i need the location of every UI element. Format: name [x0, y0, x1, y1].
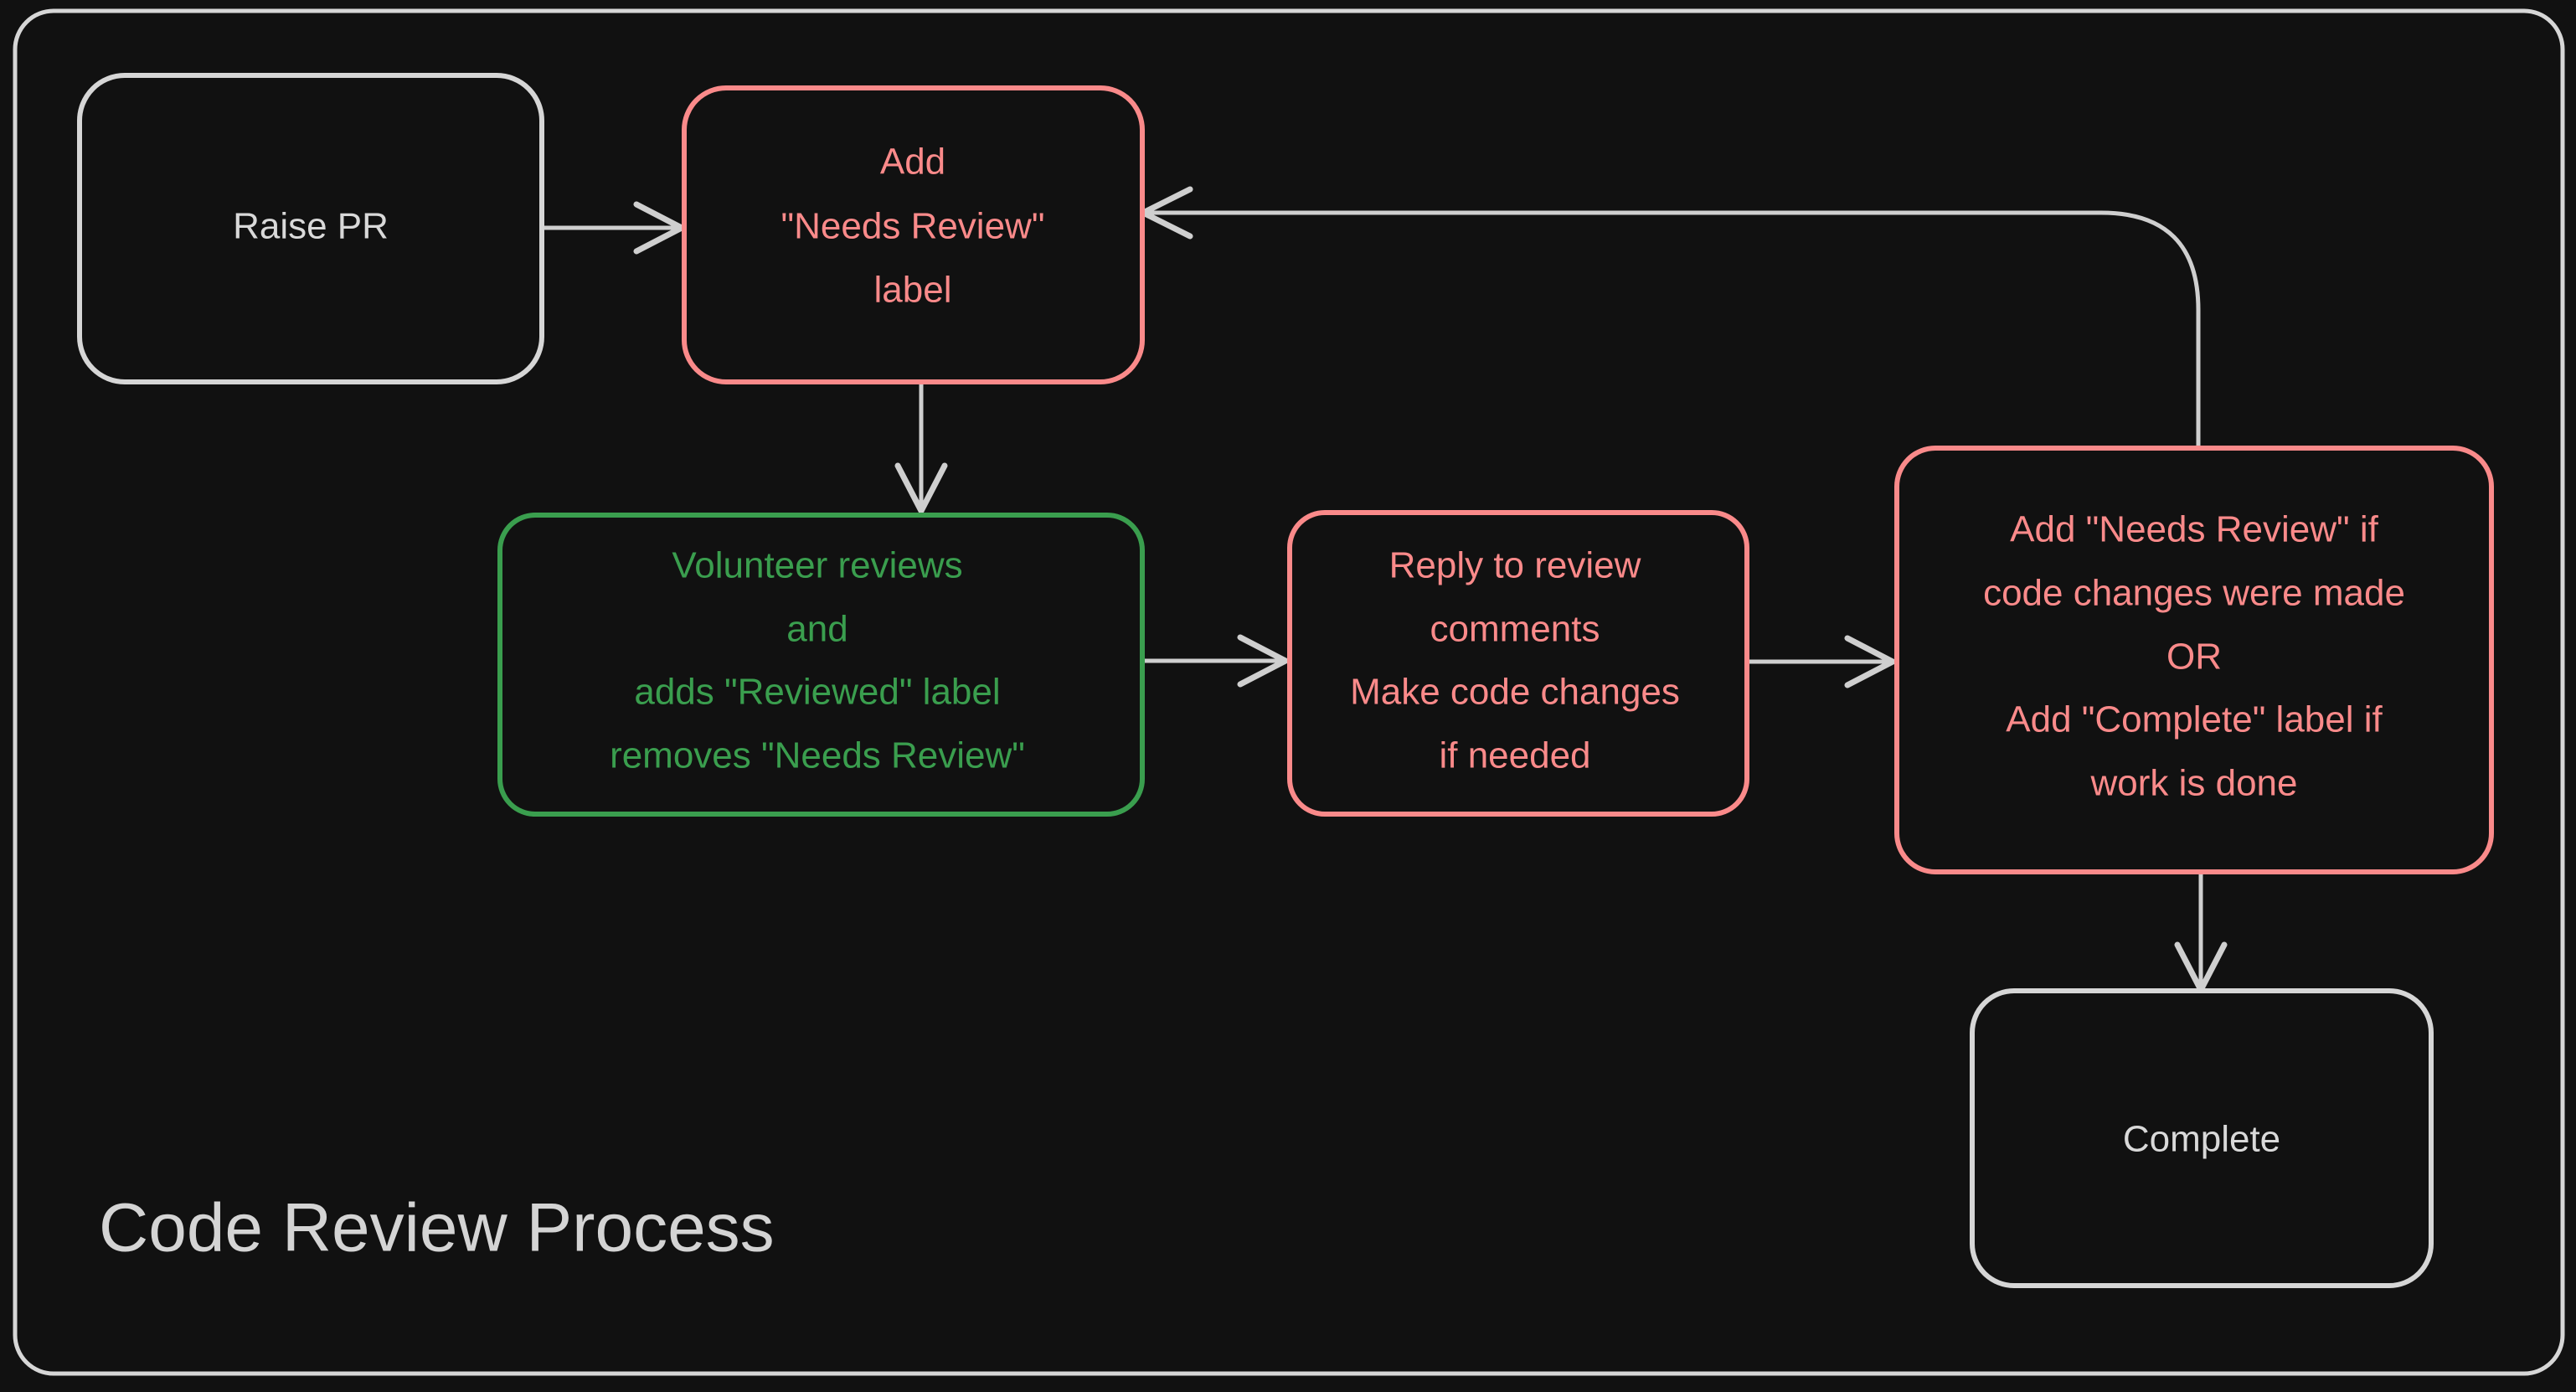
- edge-raise-pr-to-add-label: [542, 201, 685, 255]
- node-relabel-decision-label-line-0: Add "Needs Review" if: [2010, 509, 2378, 550]
- node-complete-box[interactable]: [1970, 988, 2434, 1288]
- node-add-needs-review-box[interactable]: [682, 85, 1145, 384]
- node-complete[interactable]: Complete: [1970, 988, 2434, 1288]
- node-volunteer-reviews-label-line-0: Volunteer reviews: [672, 545, 962, 586]
- node-add-needs-review-label-line-2: label: [874, 270, 952, 311]
- node-raise-pr-label-line-0: Raise PR: [233, 206, 389, 247]
- node-relabel-decision-label-line-4: work is done: [2089, 763, 2297, 804]
- edge-volunteer-to-reply: [1141, 634, 1289, 688]
- node-reply-to-review-label-line-2: Make code changes: [1350, 672, 1680, 713]
- node-volunteer-reviews-box[interactable]: [497, 513, 1145, 817]
- edge-decision-back-to-add-label: [1140, 186, 2201, 448]
- node-relabel-decision[interactable]: Add "Needs Review" if code changes were …: [1894, 446, 2494, 874]
- edge-add-label-to-volunteer: [894, 381, 948, 514]
- node-volunteer-reviews-label-line-2: adds "Reviewed" label: [634, 672, 1000, 713]
- diagram-title: Code Review Process: [99, 1190, 775, 1266]
- node-complete-label-line-0: Complete: [2123, 1119, 2280, 1160]
- diagram-frame: [13, 8, 2565, 1376]
- node-relabel-decision-label-line-1: code changes were made: [1983, 573, 2405, 614]
- node-reply-to-review-label-line-1: comments: [1430, 609, 1600, 650]
- node-raise-pr-box[interactable]: [77, 73, 544, 384]
- node-add-needs-review-label-line-1: "Needs Review": [781, 206, 1045, 247]
- edge-decision-to-complete: [2174, 872, 2228, 993]
- edge-reply-to-decision: [1744, 635, 1896, 688]
- node-reply-to-review[interactable]: Reply to review comments Make code chang…: [1287, 510, 1749, 817]
- node-volunteer-reviews-label-line-3: removes "Needs Review": [610, 735, 1025, 776]
- node-reply-to-review-box[interactable]: [1287, 510, 1749, 817]
- node-add-needs-review[interactable]: Add "Needs Review" label: [682, 85, 1145, 384]
- node-relabel-decision-label-line-3: Add "Complete" label if: [2006, 699, 2383, 740]
- node-reply-to-review-label-line-0: Reply to review: [1389, 545, 1641, 586]
- node-volunteer-reviews[interactable]: Volunteer reviews and adds "Reviewed" la…: [497, 513, 1145, 817]
- node-relabel-decision-box[interactable]: [1894, 446, 2494, 874]
- node-volunteer-reviews-label-line-1: and: [786, 609, 848, 650]
- node-reply-to-review-label-line-3: if needed: [1439, 735, 1590, 776]
- node-relabel-decision-label-line-2: OR: [2166, 637, 2222, 678]
- node-raise-pr[interactable]: Raise PR: [77, 73, 544, 384]
- node-add-needs-review-label-line-0: Add: [880, 142, 945, 183]
